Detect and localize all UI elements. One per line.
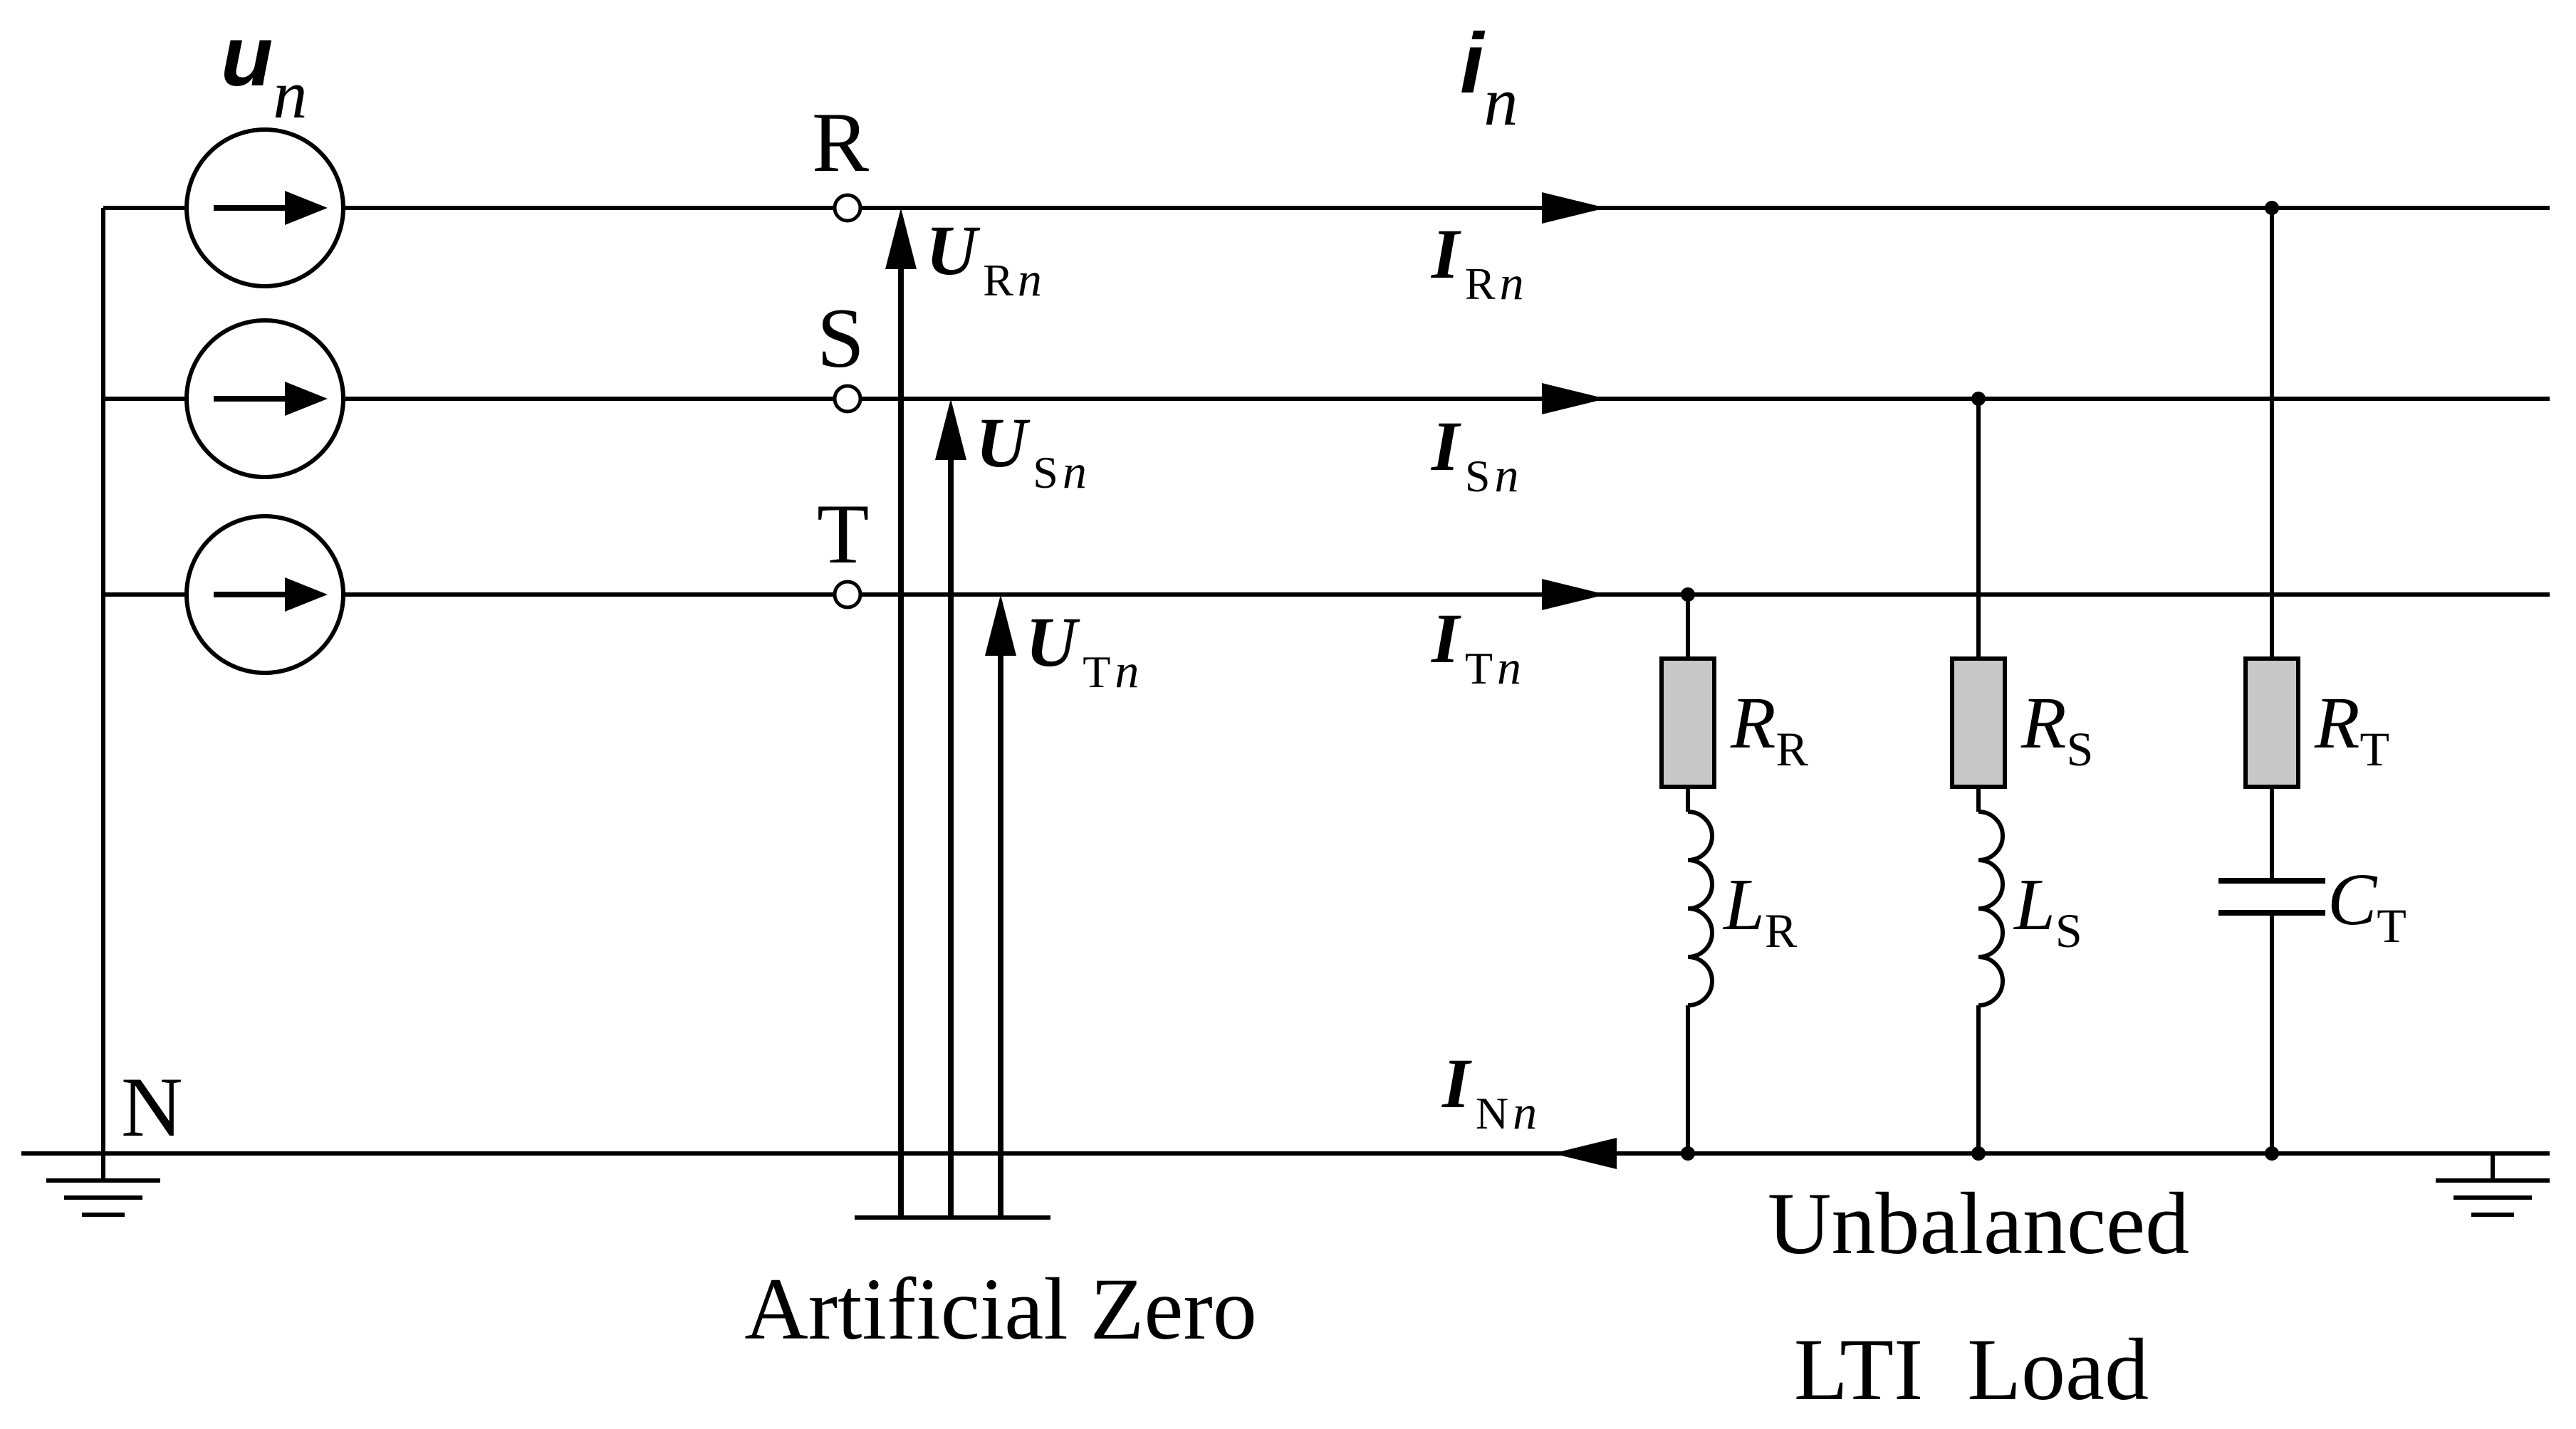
resistor-icon	[1659, 656, 1716, 789]
inductor-icon	[1687, 810, 1714, 1007]
inductor-r-label: LR	[1722, 864, 1798, 958]
arrow-icon	[1542, 579, 1606, 610]
current-source-icon	[184, 514, 345, 675]
capacitor-t-label: CT	[2327, 859, 2406, 953]
arrow-icon	[1542, 383, 1606, 414]
arrow-icon	[1542, 192, 1606, 224]
load-caption-line2: LTI Load	[1794, 1321, 2149, 1418]
voltage-arrow-t	[985, 595, 1016, 1218]
current-source-icon	[184, 127, 345, 288]
load-caption-line1: Unbalanced	[1768, 1175, 2189, 1272]
voltage-arrow-r	[885, 208, 917, 1218]
resistor-icon	[2243, 656, 2300, 789]
terminal-s-label: S	[817, 290, 865, 385]
inductor-icon	[1978, 810, 2005, 1007]
load-branch-r	[1659, 587, 1716, 1161]
load-branch-t	[2218, 201, 2325, 1161]
artificial-zero-caption: Artificial Zero	[744, 1260, 1257, 1358]
terminal-s-node	[833, 384, 862, 414]
terminal-t-label: T	[817, 486, 869, 581]
voltage-arrow-s	[935, 399, 966, 1218]
source-label: un	[221, 9, 307, 132]
ground-icon	[2436, 1153, 2550, 1217]
terminal-r-node	[833, 193, 862, 223]
resistor-r-label: RR	[1730, 682, 1809, 776]
arrow-icon	[1553, 1138, 1617, 1169]
load-branch-s	[1950, 392, 2007, 1161]
current-label: in	[1460, 16, 1518, 140]
ground-icon	[46, 1153, 160, 1217]
resistor-icon	[1950, 656, 2007, 789]
resistor-s-label: RS	[2020, 682, 2093, 776]
terminal-r-label: R	[812, 95, 869, 189]
current-source-icon	[184, 318, 345, 479]
inductor-s-label: LS	[2013, 864, 2082, 958]
capacitor-icon	[2218, 878, 2325, 916]
terminal-n-label: N	[121, 1059, 183, 1154]
terminal-t-node	[833, 580, 862, 609]
resistor-t-label: RT	[2314, 682, 2389, 776]
